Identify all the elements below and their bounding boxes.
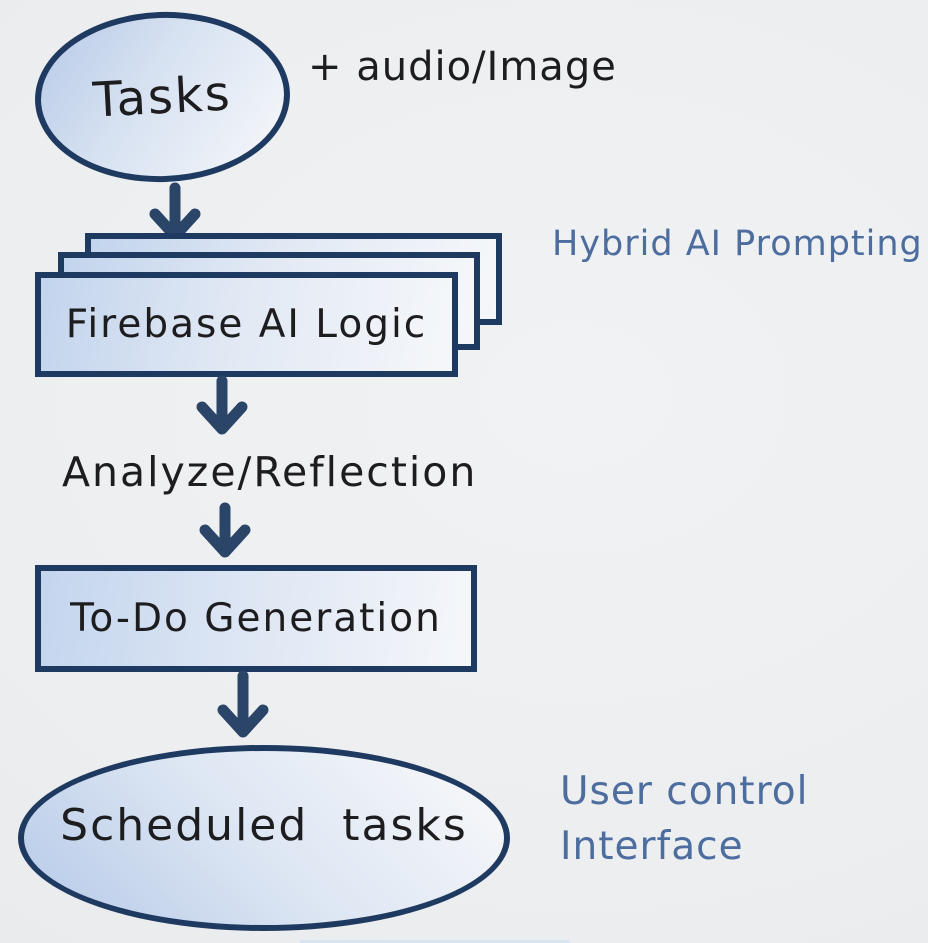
arrow-analyze-to-todo [199,502,251,558]
node-tasks-label: Tasks [91,65,234,129]
annotation-audio-image: + audio/Image [308,44,617,90]
node-todo-label: To-Do Generation [70,596,442,641]
node-todo: To-Do Generation [35,565,477,672]
node-firebase-label: Firebase AI Logic [65,302,428,347]
node-scheduled-label: Scheduled tasks [60,799,468,851]
annotation-user-control-line1: User control [560,769,809,814]
node-tasks: Tasks [32,7,293,187]
arrow-todo-to-scheduled [217,670,269,738]
node-analyze: Analyze/Reflection [62,448,478,496]
annotation-user-control: User control Interface [560,764,808,875]
annotation-user-control-line2: Interface [560,824,744,870]
cropped-element-hint [300,940,570,943]
arrow-firebase-to-analyze [196,375,248,435]
node-scheduled: Scheduled tasks [18,745,510,931]
node-firebase: Firebase AI Logic [35,272,458,377]
annotation-hybrid-prompting: Hybrid AI Prompting [552,224,923,264]
